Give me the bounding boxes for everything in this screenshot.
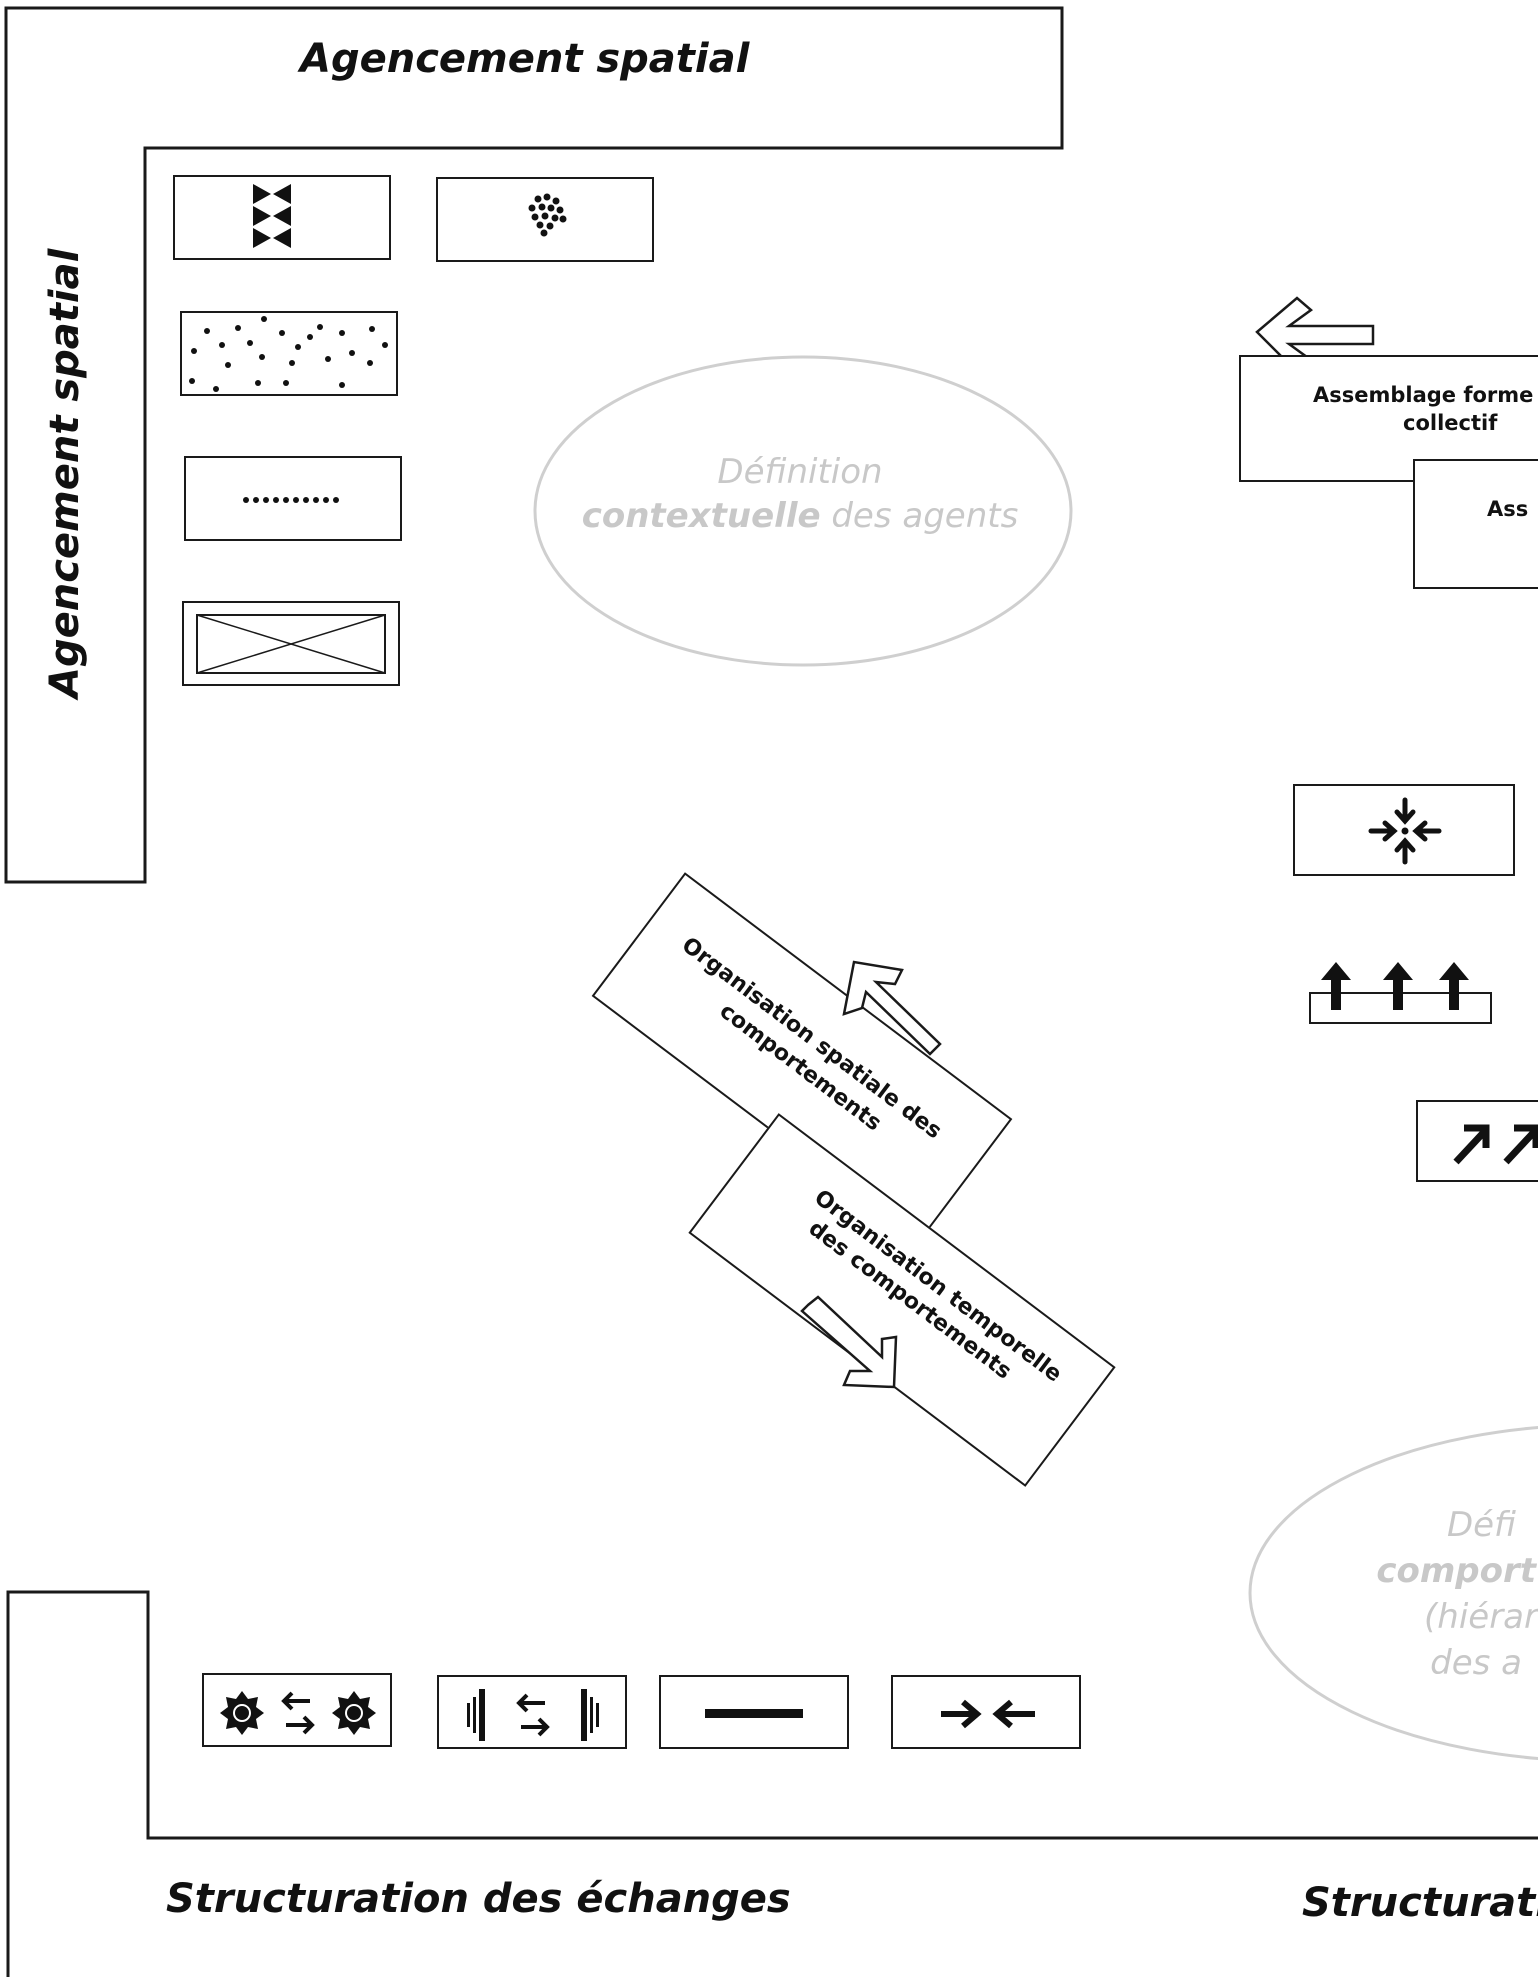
bottom-axis-label-right: Structurati bbox=[1302, 1880, 1538, 1926]
facing-arrows-box bbox=[891, 1675, 1081, 1749]
bottom-axis-label-left: Structuration des échanges bbox=[166, 1876, 791, 1922]
diagonal-arrows-box bbox=[1416, 1100, 1538, 1182]
behavior-ellipse bbox=[1248, 1426, 1538, 1760]
assemblage-box-2: Ass bbox=[1413, 459, 1538, 589]
behavior-line-4: des a bbox=[1430, 1643, 1522, 1683]
context-line-2-rest: des agents bbox=[820, 496, 1019, 536]
cluster-box bbox=[436, 177, 654, 262]
bowtie-pattern-icon bbox=[253, 184, 291, 248]
context-ellipse bbox=[533, 355, 1073, 667]
behavior-line-1: Défi bbox=[1446, 1505, 1516, 1545]
dotted-line-icon bbox=[243, 497, 339, 503]
dotted-line-box bbox=[184, 456, 402, 541]
assemblage-1-line-1: Assemblage forme bbox=[1313, 383, 1534, 407]
facing-arrows-icon bbox=[941, 1699, 1035, 1729]
sun-exchange-icon bbox=[220, 1691, 376, 1735]
solid-line-icon bbox=[705, 1709, 803, 1718]
behavior-line-3: (hiérar bbox=[1424, 1597, 1538, 1637]
scattered-box bbox=[180, 311, 398, 396]
context-line-2-bold: contextuelle bbox=[581, 496, 821, 536]
context-line-1: Définition bbox=[717, 452, 883, 492]
up-left-hollow-arrow bbox=[842, 960, 942, 1056]
crossed-rectangle-icon bbox=[196, 614, 386, 674]
bars-exchange-icon bbox=[467, 1689, 599, 1741]
context-ellipse-text: Définition contextuelle des agents bbox=[560, 450, 1040, 538]
behavior-line-2: comport bbox=[1376, 1551, 1536, 1591]
up-arrows-icon bbox=[1309, 962, 1492, 1024]
assemblage-1-line-2: collectif bbox=[1403, 411, 1498, 435]
context-line-2: contextuelle des agents bbox=[560, 494, 1040, 538]
top-axis-label: Agencement spatial bbox=[300, 36, 750, 82]
solid-line-box bbox=[659, 1675, 849, 1749]
crossed-box bbox=[182, 601, 400, 686]
converge-box bbox=[1293, 784, 1515, 876]
diagonal-arrows-icon bbox=[1453, 1124, 1538, 1165]
assemblage-2-line-1: Ass bbox=[1487, 497, 1529, 521]
bars-exchange-box bbox=[437, 1675, 627, 1749]
triangles-box bbox=[173, 175, 391, 260]
converging-arrows-icon bbox=[1368, 797, 1442, 865]
down-right-hollow-arrow bbox=[800, 1295, 898, 1389]
sun-exchange-box bbox=[202, 1673, 392, 1747]
behavior-ellipse-text: Défi comport (hiérar des a bbox=[1300, 1502, 1538, 1686]
dot-cluster-icon bbox=[528, 193, 567, 237]
scattered-dots-icon bbox=[189, 316, 388, 392]
